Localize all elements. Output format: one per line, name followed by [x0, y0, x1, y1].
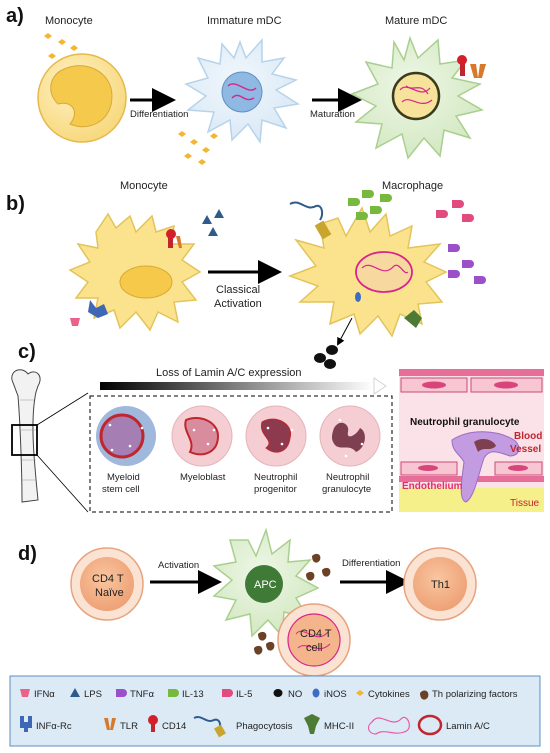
mhc-ii-icon	[304, 714, 320, 734]
th1-cell	[403, 547, 477, 621]
label-classical: Classical	[216, 284, 260, 296]
lamin-ac-icon	[367, 714, 443, 736]
label-neutro-prog-1: Neutrophil	[254, 472, 297, 483]
label-monocyte-a: Monocyte	[45, 15, 93, 27]
legend-phagocytosis: Phagocytosis	[236, 721, 293, 732]
panel-label-b: b)	[6, 193, 25, 215]
monocyte-cell-b	[68, 212, 202, 332]
th-factors-icon	[420, 690, 429, 700]
il5-cubes	[436, 200, 474, 222]
loss-gradient-bar	[100, 382, 374, 390]
panel-label-a: a)	[6, 5, 24, 27]
cd14-icon	[148, 715, 158, 732]
tnfa-icon	[116, 689, 127, 697]
legend-no: NO	[288, 689, 302, 700]
label-neutrophil-granulocyte-inset: Neutrophil granulocyte	[410, 417, 520, 428]
legend-th-factors: Th polarizing factors	[432, 689, 518, 700]
tlr-icon	[104, 718, 116, 730]
legend-ifna: IFNα	[34, 689, 55, 700]
label-blood: Blood	[514, 431, 542, 442]
label-cd4-t-bound: CD4 T	[300, 628, 332, 640]
label-myeloid-2: stem cell	[102, 484, 139, 495]
legend-tlr: TLR	[120, 721, 138, 732]
label-maturation: Maturation	[310, 109, 355, 120]
loss-gradient-arrowhead	[373, 377, 387, 395]
cytokines-a	[44, 33, 218, 165]
infa-rc-icon	[20, 716, 32, 732]
lps-triangles-b	[202, 209, 224, 236]
panel-a: a) Monocyte Immature mDC Mature mDC Diff…	[6, 5, 486, 165]
legend-cd14: CD14	[162, 721, 186, 732]
label-differentiation-d: Differentiation	[342, 558, 400, 569]
neutrophil-granulocyte-cell	[319, 405, 381, 467]
phagocytosis-icon	[193, 716, 226, 738]
label-tissue: Tissue	[510, 498, 540, 509]
il5-icon	[222, 689, 233, 697]
legend-lamin-ac: Lamin A/C	[446, 721, 490, 732]
label-naive: Naïve	[95, 587, 124, 599]
macrophage-cell	[287, 201, 448, 338]
legend-infa-rc: INFα-Rc	[36, 721, 72, 732]
label-differentiation: Differentiation	[130, 109, 188, 120]
label-immature-mdc: Immature mDC	[207, 15, 282, 27]
cd4-naive-cell	[70, 547, 144, 621]
label-apc: APC	[254, 579, 277, 591]
bone-illustration	[11, 369, 89, 513]
tnfa-cubes	[448, 244, 486, 284]
differentiation-box	[89, 395, 393, 513]
label-loss-lamin: Loss of Lamin A/C expression	[156, 367, 302, 379]
label-th1: Th1	[431, 579, 450, 591]
legend-box: IFNα LPS TNFα IL-13 IL-5 NO iNOS Cytokin…	[9, 675, 541, 747]
label-monocyte-b: Monocyte	[120, 180, 168, 192]
label-endothelium: Endothelium	[402, 481, 463, 492]
il13-icon	[168, 689, 179, 697]
no-dots-b	[314, 345, 338, 369]
legend-lps: LPS	[84, 689, 102, 700]
arrow-no-release	[337, 317, 353, 346]
cell-granules	[108, 418, 364, 458]
blood-vessel-inset	[399, 369, 544, 512]
label-neutro-gran-2: granulocyte	[322, 484, 371, 495]
legend-il13: IL-13	[182, 689, 204, 700]
th-polarizing-factors	[254, 553, 331, 655]
cytokines-icon	[356, 690, 364, 696]
label-myeloblast: Myeloblast	[180, 472, 226, 483]
label-cell-bound: cell	[306, 642, 323, 654]
mature-dc-cell	[350, 35, 486, 160]
cd4-t-cell-bound	[277, 603, 351, 677]
legend-inos: iNOS	[324, 689, 347, 700]
legend-tnfa: TNFα	[130, 689, 154, 700]
panel-label-c: c)	[18, 341, 36, 363]
myeloblast-cell	[171, 405, 233, 467]
label-macrophage: Macrophage	[382, 180, 443, 192]
myeloid-stem-cell	[96, 406, 156, 466]
label-activation-b: Activation	[214, 298, 262, 310]
neutrophil-progenitor-cell	[245, 405, 307, 467]
panel-label-d: d)	[18, 543, 37, 565]
no-icon	[273, 689, 283, 697]
panel-b: b) Monocyte Macrophage Classical Activat…	[6, 180, 486, 369]
inos-icon	[312, 688, 320, 698]
label-cd4-t: CD4 T	[92, 573, 124, 585]
label-vessel: Vessel	[510, 444, 541, 455]
label-neutro-prog-2: progenitor	[254, 484, 297, 495]
panel-c: c) Loss of Lamin A/C expression	[11, 341, 544, 513]
label-neutro-gran-1: Neutrophil	[326, 472, 369, 483]
legend-cytokines: Cytokines	[368, 689, 410, 700]
legend-mhc-ii: MHC-II	[324, 721, 354, 732]
panel-d: d) CD4 T Naïve Activation APC CD4 T cell	[18, 527, 477, 677]
lps-icon	[70, 688, 80, 697]
monocyte-cell-a	[37, 53, 127, 143]
legend-il5: IL-5	[236, 689, 252, 700]
label-myeloid-1: Myeloid	[107, 472, 140, 483]
ifna-icon	[20, 689, 30, 697]
label-activation-d: Activation	[158, 560, 199, 571]
il13-cubes	[348, 190, 392, 220]
immature-dc-cell	[184, 38, 301, 145]
label-mature-mdc: Mature mDC	[385, 15, 447, 27]
